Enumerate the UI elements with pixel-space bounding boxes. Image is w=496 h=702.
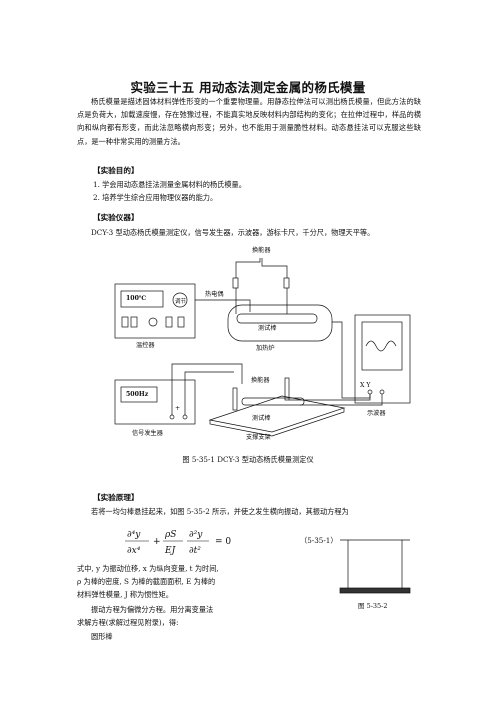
temp-display-value: 100℃ bbox=[126, 295, 147, 302]
oscilloscope-box bbox=[354, 314, 411, 404]
description-line-4: 振动方程为偏微分方程。用分离变量法 bbox=[91, 605, 214, 614]
svg-text:+: + bbox=[153, 537, 161, 547]
thermocouple-label: 热电偶 bbox=[205, 291, 224, 298]
description-line-1: 式中, y 为振动位移, x 为纵向变量, t 为时间, bbox=[77, 564, 219, 573]
sine-wave bbox=[365, 340, 397, 352]
svg-text:∂²y: ∂²y bbox=[189, 530, 203, 540]
temp-controller-box bbox=[114, 283, 196, 339]
purpose-item-1: 1. 学会用动态悬挂法测量金属材料的杨氏模量。 bbox=[93, 180, 246, 189]
svg-text:∂x⁴: ∂x⁴ bbox=[127, 546, 141, 556]
zero-knob bbox=[148, 317, 158, 327]
temp-display bbox=[120, 290, 164, 308]
support-label: 支撑支架 bbox=[246, 434, 271, 441]
furnace-body bbox=[227, 304, 333, 342]
description-line-3: 材料弹性模量, J 称为惯性矩。 bbox=[77, 590, 173, 599]
furnace-label: 加热炉 bbox=[256, 345, 275, 352]
freq-display-value: 500Hz bbox=[126, 391, 149, 398]
principle-heading: 【实验原理】 bbox=[93, 493, 139, 502]
transducer-top-label: 换能器 bbox=[252, 247, 271, 254]
signal-wire bbox=[171, 363, 243, 415]
adjust-knob bbox=[172, 292, 188, 308]
description-line-2: ρ 为棒的密度, S 为棒的截面面积, E 为棒的 bbox=[77, 577, 216, 586]
description-line-6: 圆形棒 bbox=[91, 632, 113, 641]
rod-bottom-label: 测试棒 bbox=[252, 415, 271, 422]
oscilloscope-screen bbox=[361, 321, 403, 371]
page-title: 实验三十五 用动态法测定金属的杨氏模量 bbox=[130, 80, 366, 95]
figure2-caption: 图 5-35-2 bbox=[358, 602, 388, 610]
adjust-label: 调节 bbox=[175, 299, 187, 305]
purpose-item-2: 2. 培养学生综合应用物理仪器的能力。 bbox=[93, 193, 218, 202]
suspended-rod bbox=[339, 587, 411, 594]
test-rod-bottom bbox=[241, 397, 305, 406]
intro-paragraph: 杨氏模量是描述固体材料弹性形变的一个重要物理量。用静态拉伸法可以测出杨氏模量，但… bbox=[77, 97, 421, 146]
vibration-equation: ∂⁴y ∂x⁴ + ρS EJ ∂²y ∂t² = 0 bbox=[125, 530, 231, 556]
transducer-bottom-label: 换能器 bbox=[251, 377, 270, 384]
xy-label: X Y bbox=[360, 382, 371, 389]
oscilloscope-label: 示波器 bbox=[367, 410, 386, 417]
svg-text:EJ: EJ bbox=[164, 546, 177, 556]
apparatus-text: DCY-3 型动态杨氏模量测定仪，信号发生器，示波器，游标卡尺，千分尺，物理天平… bbox=[91, 228, 375, 237]
figure1-caption: 图 5-35-1 DCY-3 型动态杨氏模量测定仪 bbox=[182, 455, 314, 464]
test-rod-top bbox=[236, 313, 318, 324]
apparatus-heading: 【实验仪器】 bbox=[93, 213, 139, 222]
signal-generator-label: 信号发生器 bbox=[132, 430, 163, 437]
temp-controller-label: 温控器 bbox=[136, 342, 155, 349]
freq-display bbox=[120, 386, 158, 403]
plus-label: + bbox=[175, 405, 181, 412]
svg-text:∂t²: ∂t² bbox=[189, 546, 201, 556]
thermocouple-wire bbox=[195, 299, 251, 312]
principle-text: 若将一均匀棒悬挂起来，如图 5-35-2 所示，并使之发生横向振动，其振动方程为 bbox=[91, 507, 349, 516]
rod-top-label: 测试棒 bbox=[258, 325, 277, 332]
signal-generator-box bbox=[114, 379, 196, 425]
svg-text:= 0: = 0 bbox=[215, 537, 231, 547]
equation-number: （5-35-1） bbox=[300, 536, 338, 545]
purpose-heading: 【实验目的】 bbox=[93, 166, 139, 175]
svg-text:∂⁴y: ∂⁴y bbox=[127, 530, 141, 540]
description-line-5: 求解方程(求解过程见附录)，得: bbox=[77, 618, 179, 627]
svg-text:ρS: ρS bbox=[164, 530, 176, 540]
